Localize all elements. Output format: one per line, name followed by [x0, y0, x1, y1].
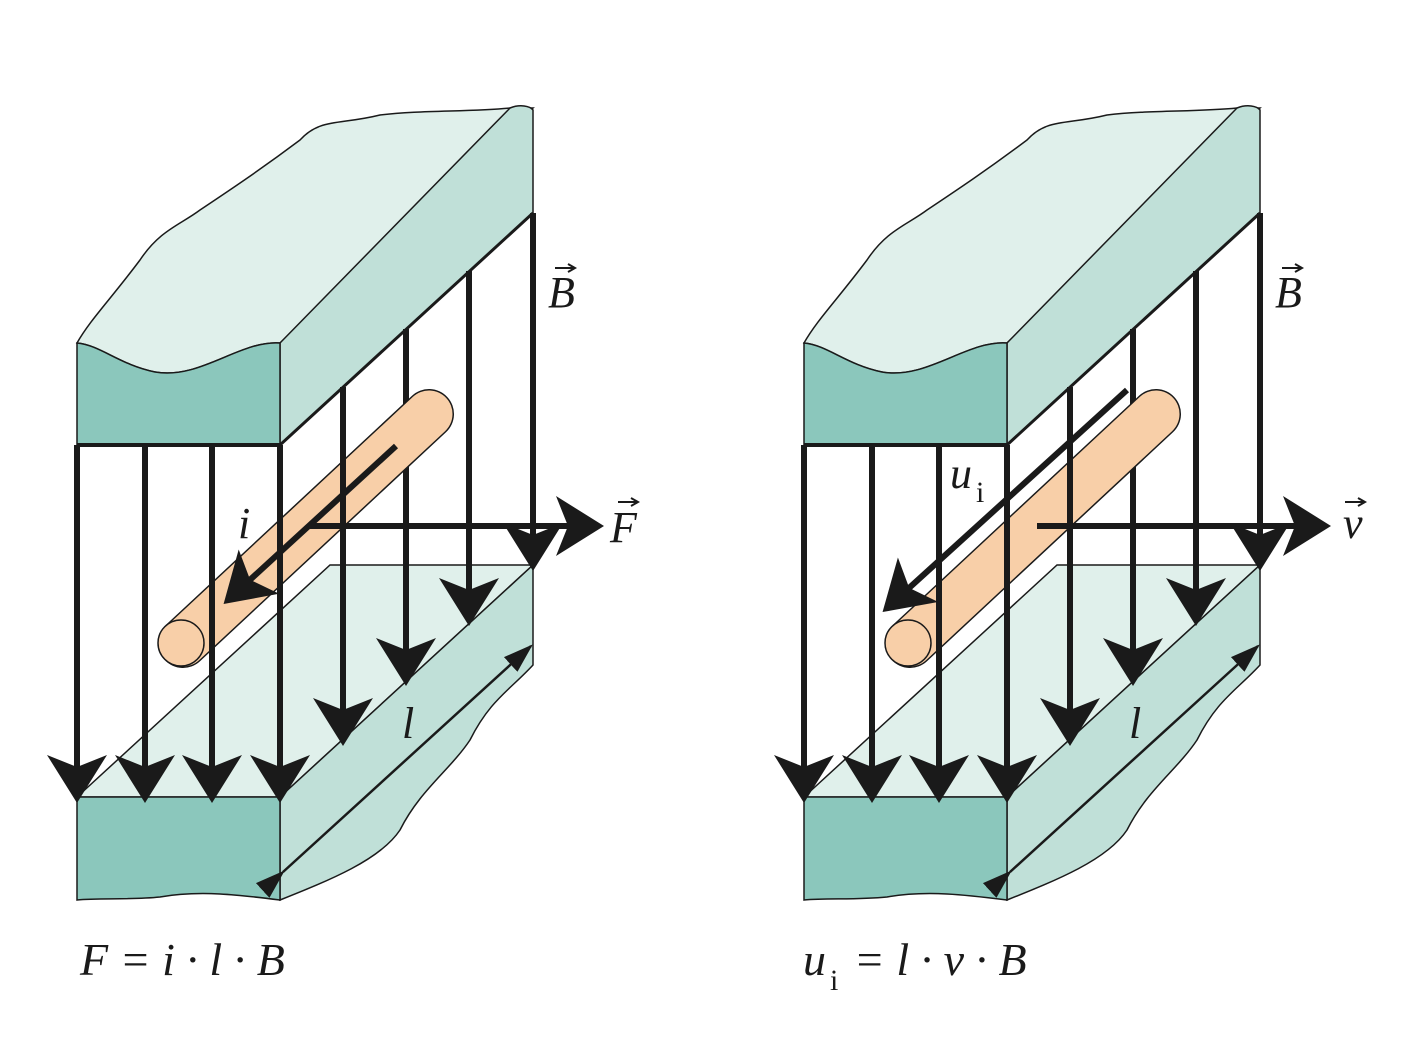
induction-formula-rhs: = l · v · B	[842, 934, 1026, 985]
length-label-left: l	[402, 699, 414, 748]
induced-voltage-arrow	[882, 387, 1130, 613]
right-panel-induction: B v u i l u i = l · v · B	[803, 106, 1366, 997]
velocity-label: v	[1343, 499, 1363, 548]
field-label-left: B	[548, 268, 575, 317]
force-label: F	[609, 503, 638, 552]
left-panel-force: B F i l F = i · l · B	[77, 106, 639, 985]
length-label-right: l	[1129, 699, 1141, 748]
field-label-right: B	[1275, 268, 1302, 317]
force-formula: F = i · l · B	[79, 934, 285, 985]
induction-formula-lhs: u	[803, 934, 826, 985]
voltage-subscript: i	[976, 476, 984, 509]
voltage-label: u	[950, 449, 972, 498]
current-label: i	[238, 499, 250, 548]
induction-formula-sub: i	[830, 964, 838, 997]
